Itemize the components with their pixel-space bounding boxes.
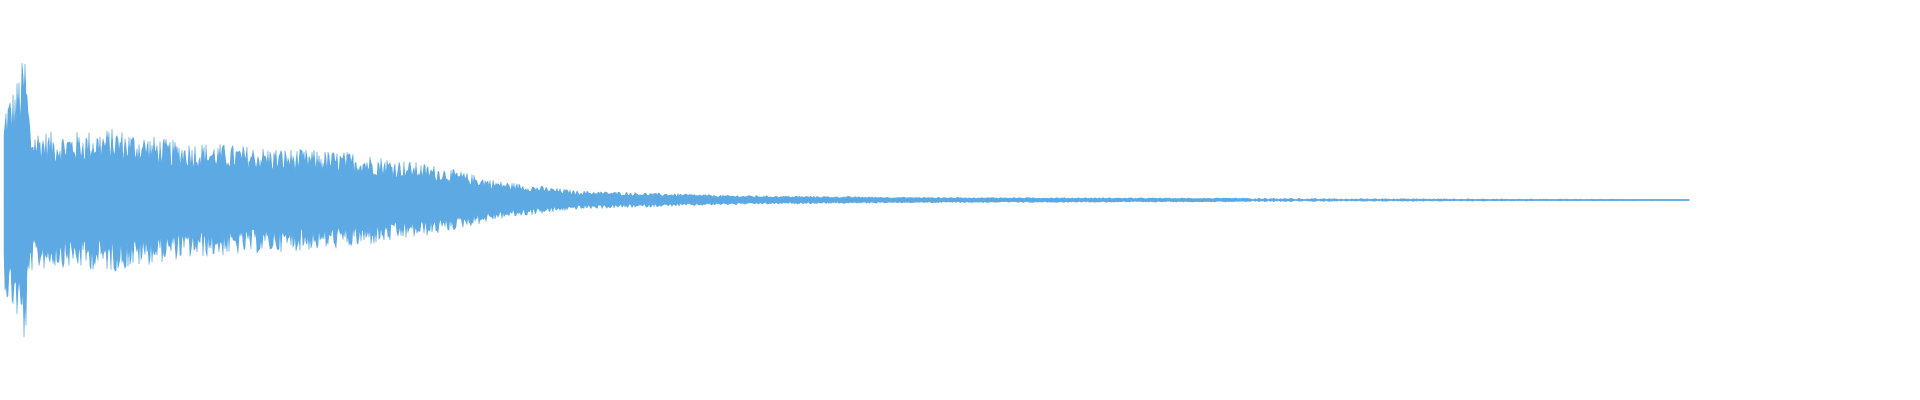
waveform-view[interactable] <box>0 0 1920 400</box>
audio-waveform[interactable] <box>0 0 1920 400</box>
